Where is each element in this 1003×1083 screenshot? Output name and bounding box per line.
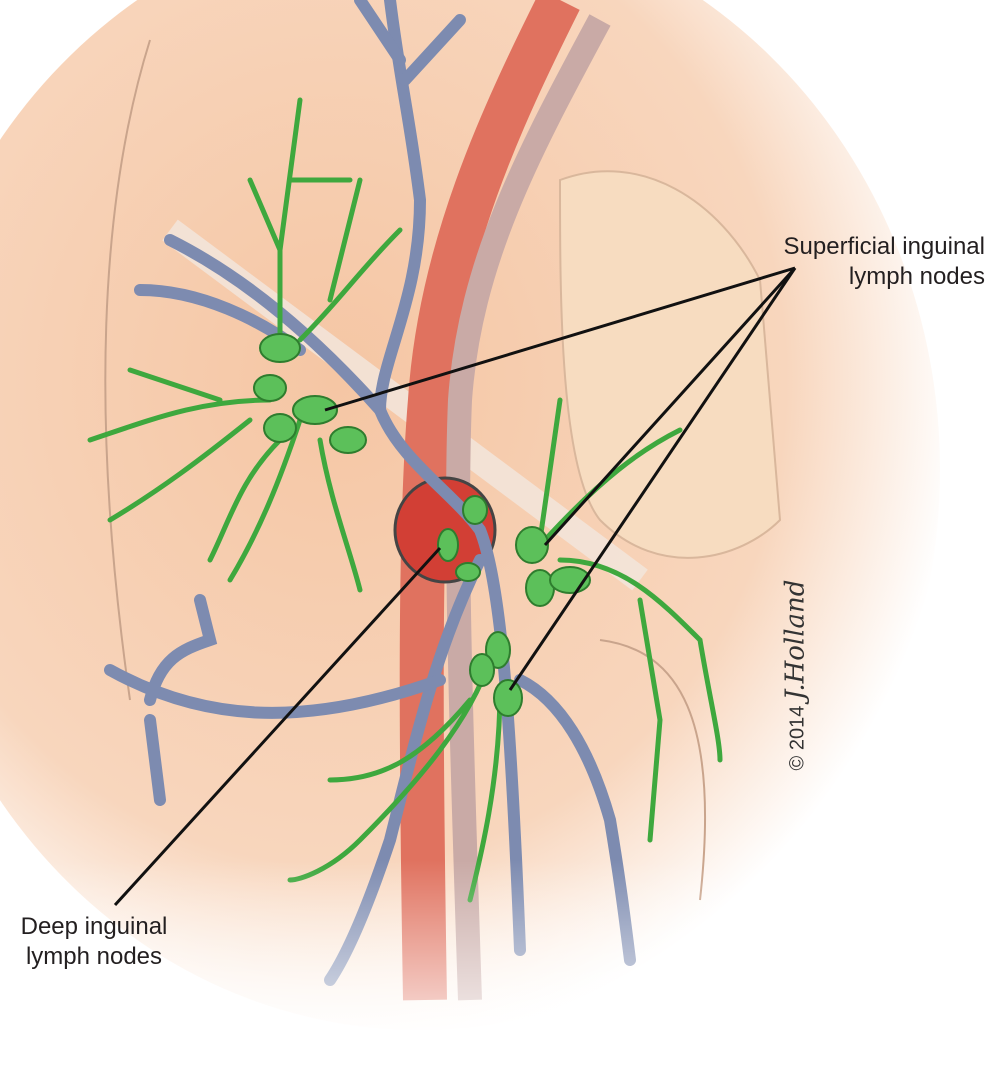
- label-line: lymph nodes: [848, 263, 985, 290]
- thigh-outline: [104, 39, 707, 901]
- lymph-nodes: [253, 333, 591, 717]
- femoral-sheath: [446, 14, 611, 1001]
- pelvis-bone: [558, 170, 782, 559]
- label-line: Deep inguinal: [20, 913, 168, 940]
- lymph-node: [259, 333, 301, 363]
- artist-signature: © 2014 J.Holland: [780, 580, 810, 771]
- lymph-node: [525, 569, 555, 607]
- lymph-node: [437, 528, 459, 562]
- copyright-text: © 2014: [786, 705, 809, 771]
- lymph-node: [329, 426, 367, 454]
- artist-name: J.Holland: [780, 579, 811, 701]
- bottom-fade: [0, 860, 1003, 1083]
- lymph-node: [515, 526, 549, 564]
- lymph-node: [263, 413, 297, 443]
- lymph-node: [292, 395, 338, 425]
- superficial-inguinal-label: Superficial inguinal lymph nodes: [700, 232, 985, 292]
- lymph-node: [455, 562, 481, 582]
- lymph-node: [462, 495, 488, 525]
- lymph-node: [253, 374, 287, 402]
- artery: [399, 0, 580, 1001]
- label-line: Superficial inguinal: [783, 233, 985, 260]
- leader-lines: [113, 266, 797, 907]
- deep-inguinal-label: Deep inguinal lymph nodes: [0, 912, 194, 972]
- lymph-node: [469, 653, 495, 687]
- label-line: lymph nodes: [25, 943, 163, 970]
- lymph-node: [493, 679, 523, 717]
- lymph-node: [485, 631, 511, 669]
